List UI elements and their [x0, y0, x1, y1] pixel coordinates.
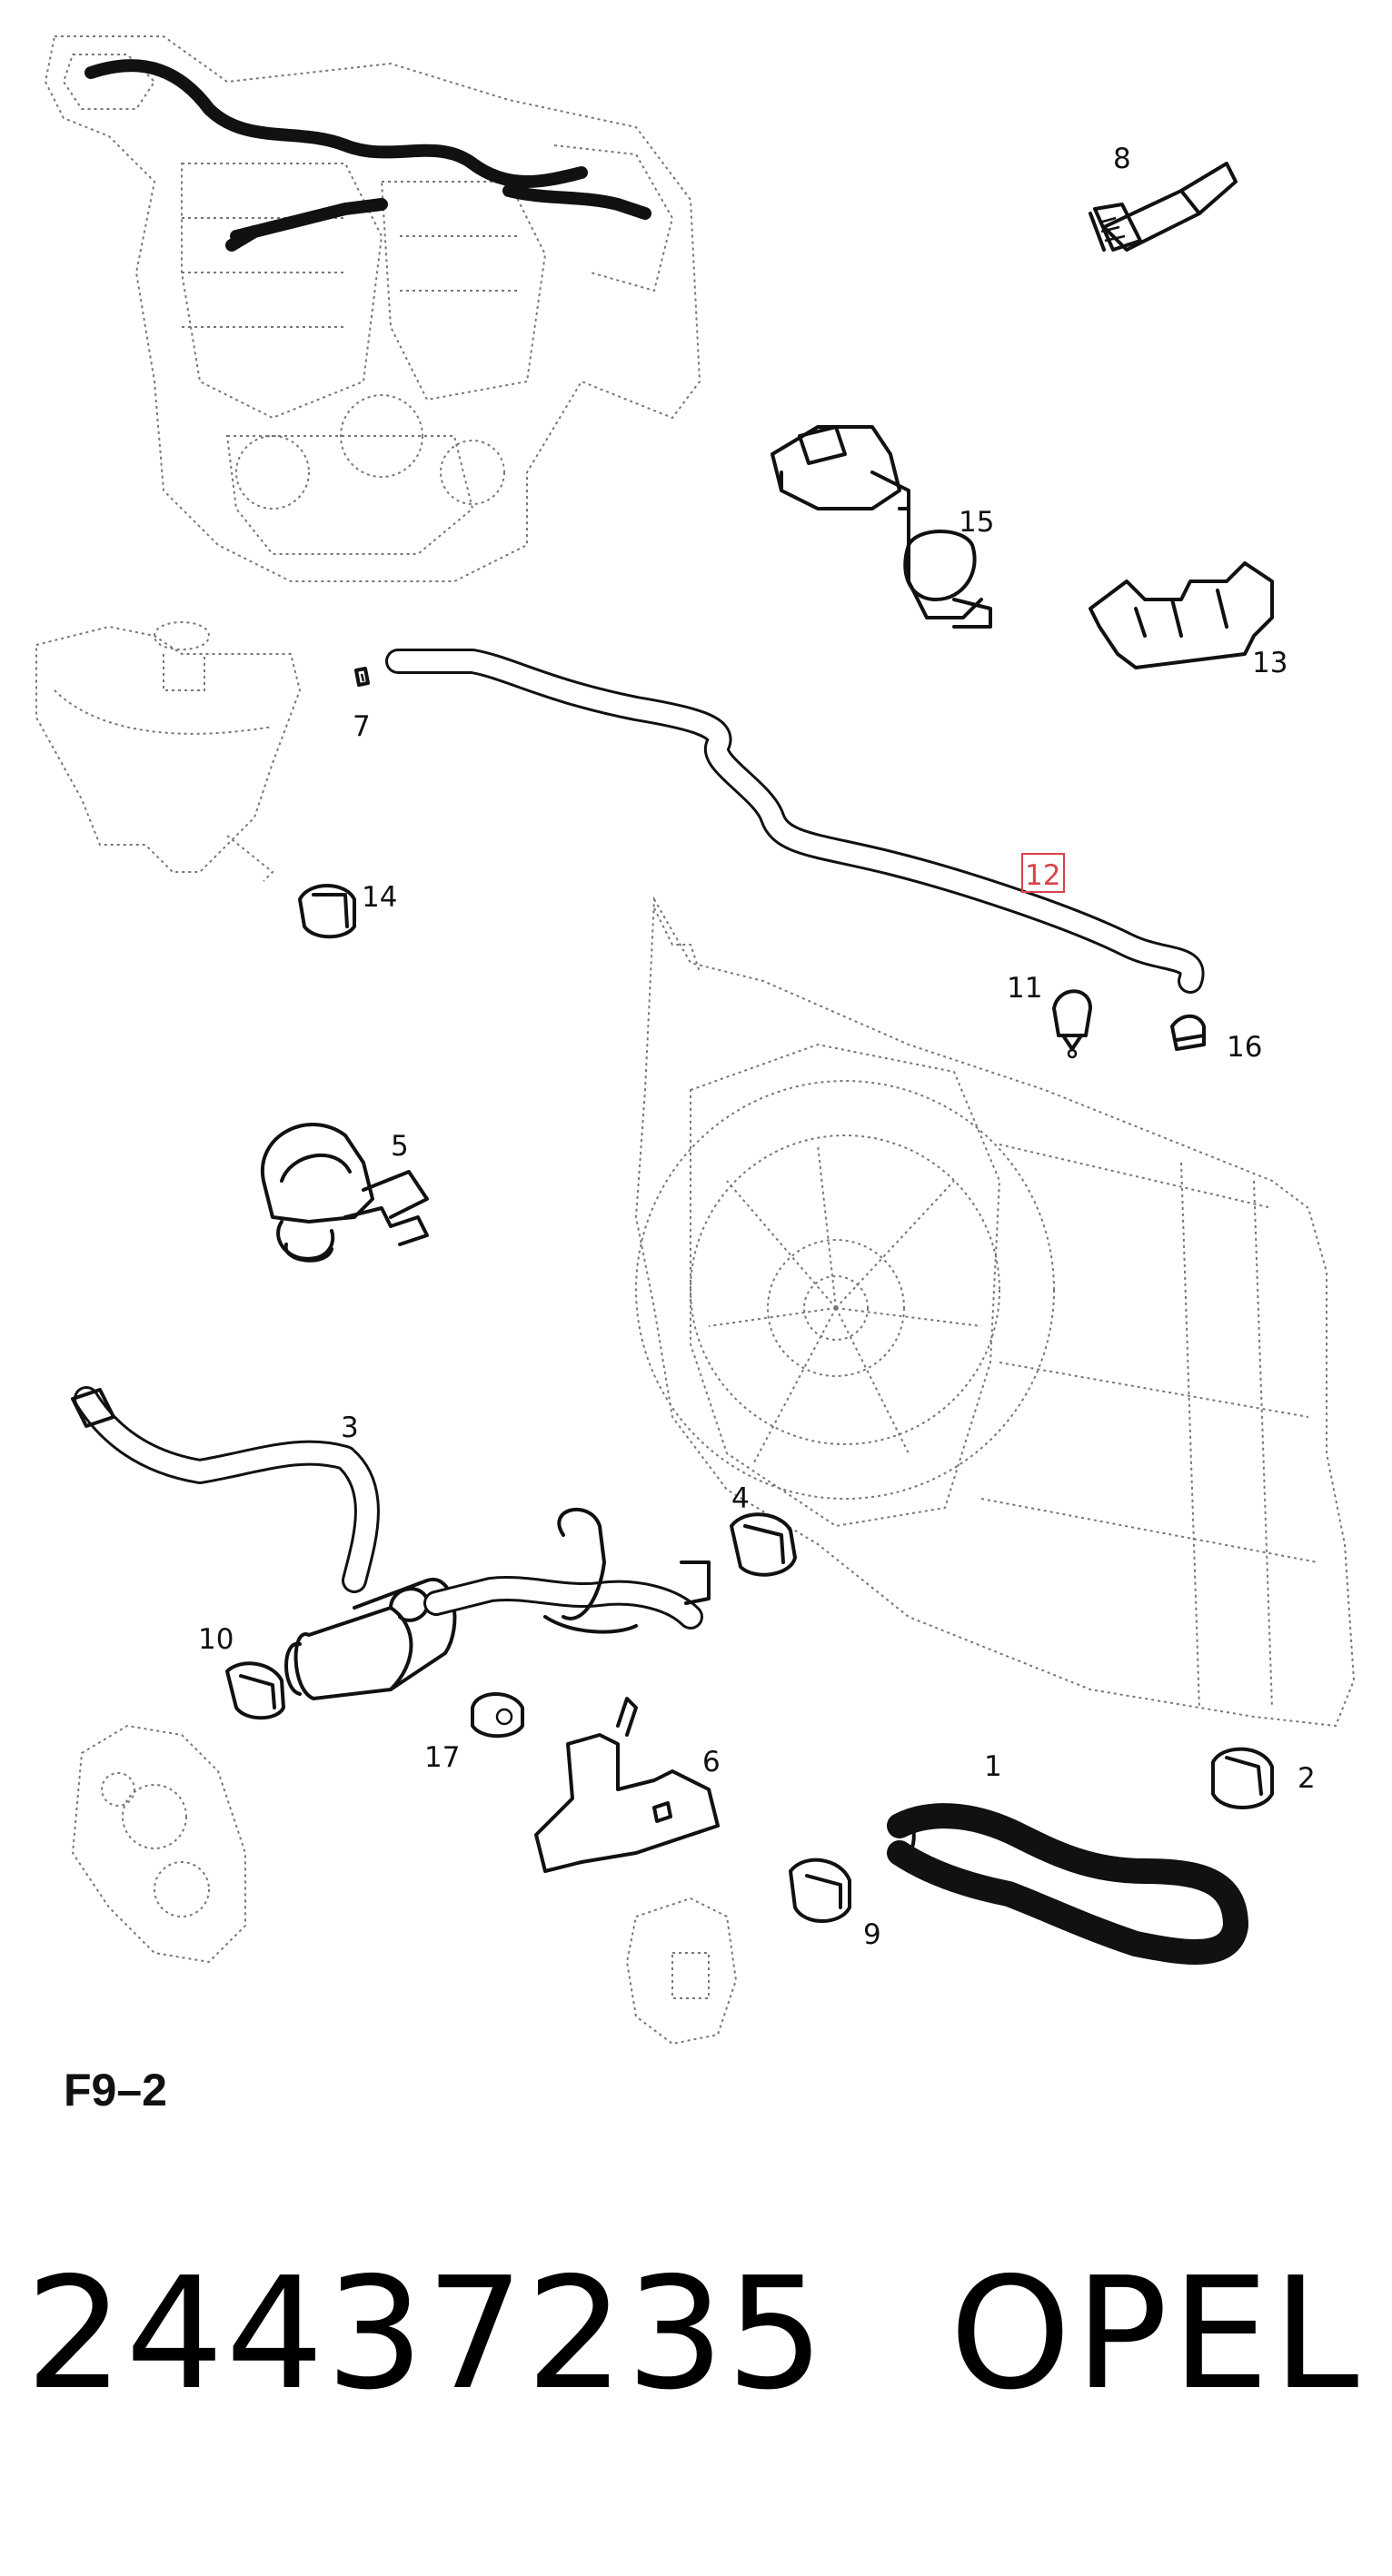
callout-9: 9 — [863, 1918, 881, 1951]
callout-17: 17 — [424, 1741, 460, 1774]
part-2-clamp — [1211, 1747, 1274, 1809]
callout-15: 15 — [959, 506, 994, 539]
part-9-clamp — [789, 1858, 851, 1923]
callout-2: 2 — [1298, 1762, 1316, 1795]
callout-13: 13 — [1252, 647, 1288, 679]
callout-5: 5 — [391, 1130, 409, 1163]
part-8-bolt — [1089, 162, 1238, 252]
part-1-hose — [887, 1803, 1248, 1965]
coolant-reservoir-illustration — [35, 621, 302, 882]
callout-14: 14 — [362, 881, 397, 914]
part-number: 24437235 — [25, 2244, 827, 2424]
part-6-bracket — [534, 1697, 720, 1873]
callout-3: 3 — [341, 1412, 359, 1444]
callout-8: 8 — [1113, 143, 1131, 175]
part-12-hose — [385, 649, 1205, 994]
highlight-box-12 — [1021, 853, 1065, 893]
callout-10: 10 — [198, 1623, 234, 1656]
thermostat-housing — [284, 1508, 711, 1700]
outlet-fitting-illustration — [625, 1897, 738, 2046]
radiator-fan-illustration — [634, 896, 1356, 1728]
callout-11: 11 — [1007, 972, 1042, 1005]
water-pump-illustration — [71, 1724, 246, 1964]
callout-4: 4 — [731, 1482, 750, 1515]
part-16-clamp — [1170, 1014, 1206, 1051]
part-15-bracket — [771, 425, 992, 629]
callout-16: 16 — [1227, 1031, 1262, 1064]
sheet-code: F9–2 — [64, 2065, 167, 2115]
part-17-clamp — [471, 1692, 524, 1739]
callout-1: 1 — [984, 1750, 1002, 1783]
callout-12: 12 — [1025, 859, 1060, 892]
part-5-filler-neck — [260, 1123, 429, 1263]
part-14-clamp — [298, 884, 356, 939]
callout-7: 7 — [353, 710, 371, 743]
callout-6: 6 — [702, 1746, 721, 1778]
part-3-hose — [71, 1386, 380, 1593]
brand-name: OPEL — [950, 2244, 1363, 2424]
part-7-clip — [354, 667, 370, 687]
part-10-clamp — [225, 1661, 285, 1720]
part-4-clamp — [730, 1512, 797, 1577]
part-11-clip — [1052, 989, 1092, 1059]
engine-block-illustration — [44, 35, 701, 582]
part-13-clip — [1089, 561, 1274, 669]
